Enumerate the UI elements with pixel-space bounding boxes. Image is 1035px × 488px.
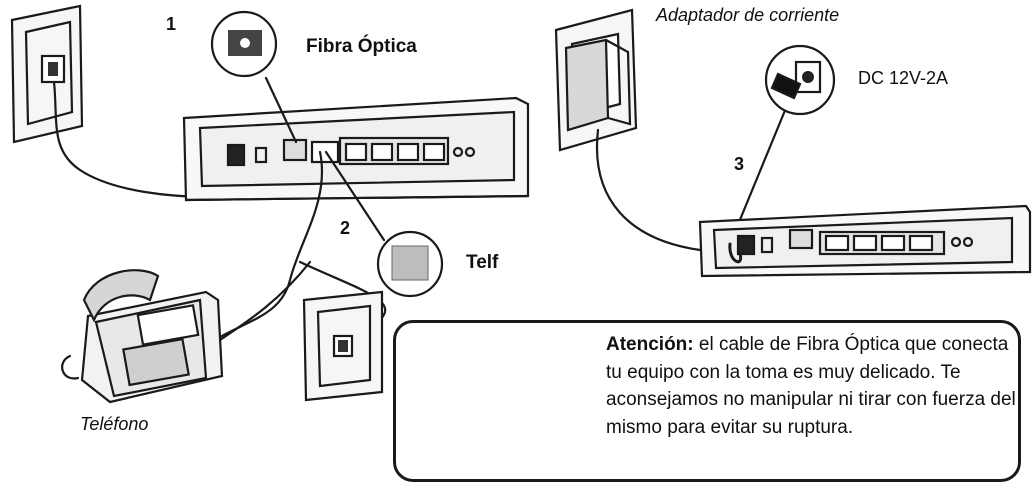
power-adapter-icon: [554, 8, 742, 257]
phone-wall-socket-icon: [302, 290, 384, 402]
fibra-optica-label: Fibra Óptica: [306, 36, 417, 57]
warning-body: el cable de Fibra Óptica que conecta tu …: [606, 334, 1016, 438]
router-right-icon: [698, 204, 1032, 278]
fibre-wall-socket-icon: [10, 4, 308, 198]
step-2-number: 2: [340, 218, 351, 238]
warning-title: Atención:: [606, 334, 694, 355]
telefono-label: Teléfono: [80, 414, 149, 434]
telf-label: Telf: [466, 252, 499, 273]
warning-notice-box: Atención: el cable de Fibra Óptica que c…: [393, 320, 1021, 482]
fibre-port-zoom-icon: [210, 10, 298, 144]
dc-jack-zoom-icon: [728, 44, 836, 246]
phone-port-zoom-icon: [324, 150, 444, 298]
dc-voltage-label: DC 12V-2A: [858, 68, 949, 88]
telephone-icon: [61, 260, 312, 404]
warning-notice-text: Atención: el cable de Fibra Óptica que c…: [606, 331, 1016, 441]
step-1-number: 1: [166, 14, 177, 34]
adaptador-label: Adaptador de corriente: [656, 5, 840, 25]
step-3-number: 3: [734, 154, 745, 174]
